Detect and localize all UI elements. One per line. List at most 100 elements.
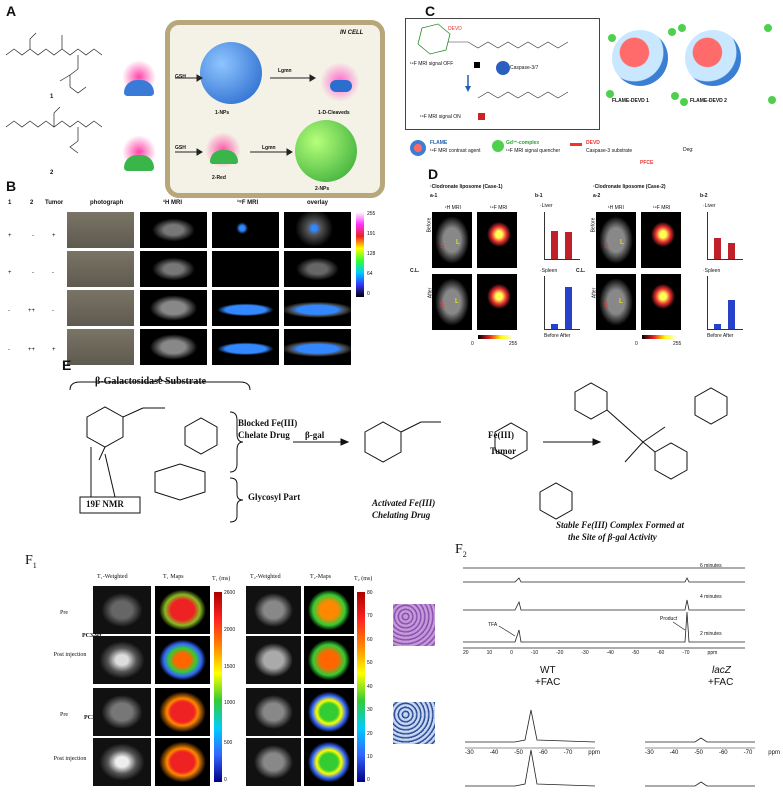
b-row3-overlay bbox=[284, 290, 351, 326]
e-stable-line2: the Site of β-gal Activity bbox=[568, 532, 657, 542]
e-bgal-label: β-gal bbox=[305, 430, 325, 440]
b-row1-photo bbox=[67, 212, 134, 248]
f1-h-t2unit: T₂ (ms) bbox=[354, 576, 373, 582]
d1-f-mri-label: ¹⁹F MRI bbox=[490, 205, 508, 211]
panel-d-label: D bbox=[428, 166, 439, 182]
d2-f-mri-label: ¹⁹F MRI bbox=[653, 205, 671, 211]
panel-e-structures bbox=[69, 375, 728, 523]
devd-legend-icon bbox=[570, 143, 582, 146]
b-colorbar bbox=[356, 212, 364, 297]
d2-spleen-axes bbox=[707, 276, 743, 330]
compound-2-label: 2 bbox=[50, 170, 54, 176]
devd-legend-sub: Caspase-3 substrate bbox=[586, 148, 633, 154]
flame-legend-icon bbox=[410, 140, 426, 156]
panel-a-structures bbox=[5, 32, 103, 154]
f2-axis-ticks: 20 10 0 -10 -20 -30 -40 -50 -60 -70 ppm bbox=[463, 650, 763, 656]
e-nmr-label: 19F NMR bbox=[86, 499, 124, 509]
f2-wt-tick-3: -60 bbox=[538, 750, 548, 756]
panel-a-arrows bbox=[175, 74, 316, 156]
d-case1-a: a-1 bbox=[430, 193, 438, 199]
gd-legend-icon bbox=[492, 140, 504, 152]
b-row3-h-mri bbox=[140, 290, 207, 326]
d1-liver-axes bbox=[544, 212, 580, 260]
b-header-1: 1 bbox=[8, 200, 12, 206]
f1-r1-t2w bbox=[246, 586, 301, 634]
signal-on-label: ¹⁹F MRI signal ON bbox=[420, 114, 461, 120]
d2-h-mri-label: ¹H MRI bbox=[608, 205, 624, 211]
flame-devd1-sphere bbox=[612, 30, 668, 86]
f1-sub: 1 bbox=[32, 560, 37, 570]
f2-spectra bbox=[463, 567, 755, 787]
gsh1-label: GSH bbox=[175, 74, 186, 80]
b-row2-c1: + bbox=[8, 270, 12, 276]
f2-wt-ticks: -30 -40 -50 -60 -70 ppm bbox=[465, 750, 600, 756]
d2-before-label: Before bbox=[590, 217, 597, 233]
probe-2-body bbox=[124, 155, 154, 171]
devd-tag: DEVD bbox=[448, 26, 462, 32]
gd-legend-label: Gd³⁺-complex bbox=[506, 140, 540, 146]
b-row1-h-mri bbox=[140, 212, 207, 248]
f1-t2-40: 40 bbox=[367, 684, 373, 690]
f2-sub: 2 bbox=[462, 549, 467, 559]
f1-r3-t1map bbox=[155, 688, 210, 736]
b-header-h-mri: ¹H MRI bbox=[163, 200, 182, 206]
f1-h-t1w: T₁-Weighted bbox=[97, 574, 128, 580]
b-row2-c2: - bbox=[32, 270, 34, 276]
d1-liver-bar-before bbox=[551, 231, 558, 259]
d2-before-h bbox=[596, 212, 636, 268]
d2-l-marker-after: L bbox=[619, 298, 623, 305]
np2-label: 2-NPs bbox=[315, 186, 330, 192]
f2-lacz-tick-0: -30 bbox=[645, 750, 654, 756]
b-row4-f-mri bbox=[212, 329, 279, 365]
f1-t1-1000: 1000 bbox=[224, 700, 236, 706]
f2-wt-tick-2: -50 bbox=[514, 750, 523, 756]
b-cb-0: 0 bbox=[367, 291, 370, 297]
f1-h-t2map: T₂-Maps bbox=[310, 574, 332, 580]
panel-a-label: A bbox=[6, 3, 17, 19]
panel-c-scheme bbox=[417, 23, 569, 120]
f2-2min: 2 minutes bbox=[700, 631, 722, 637]
f1-row3-label: Pre bbox=[60, 712, 68, 718]
f2-lacz-tick-1: -40 bbox=[669, 750, 679, 756]
b-row4-h-mri bbox=[140, 329, 207, 365]
d1-colorbar bbox=[478, 335, 513, 339]
d-case1-b: b-1 bbox=[535, 193, 543, 199]
b-header-overlay: overlay bbox=[307, 200, 329, 206]
e-fe-label: Fe(III) bbox=[488, 430, 514, 440]
f1-r2-t2w bbox=[246, 636, 301, 684]
d2-liver-axes bbox=[707, 212, 743, 260]
d-case2-b: b-2 bbox=[700, 193, 708, 199]
f2-tick-m60: -60 bbox=[657, 650, 665, 656]
f1-t2-60: 60 bbox=[367, 637, 373, 643]
e-activated-label: Activated Fe(III) bbox=[372, 498, 436, 508]
f2-wt-tick-1: -40 bbox=[489, 750, 499, 756]
f1-histology-wt bbox=[393, 604, 435, 646]
d1-before-label: Before bbox=[426, 217, 433, 233]
f1-r2-t1map bbox=[155, 636, 210, 684]
d2-xlabel: Before After bbox=[707, 333, 734, 339]
f1-row4-label: Post injection bbox=[53, 756, 87, 762]
f2-tick-m50: -50 bbox=[631, 650, 640, 656]
f1-t2-70: 70 bbox=[367, 613, 373, 619]
f2-tick-m40: -40 bbox=[606, 650, 614, 656]
d2-before-f bbox=[641, 212, 681, 268]
f1-letter: F bbox=[25, 553, 33, 568]
d2-liver-bar-before bbox=[714, 238, 721, 259]
d-case2-title: ·Clodronate liposome (Case-2) bbox=[593, 184, 666, 190]
f2-lacz-tick-3: -60 bbox=[718, 750, 728, 756]
b-row4-c2: ++ bbox=[28, 347, 36, 353]
f1-h-t1map: T₁ Maps bbox=[163, 574, 184, 580]
b-row4-c1: - bbox=[8, 347, 10, 353]
d2-cl-label: C.L. bbox=[576, 268, 586, 274]
b-row2-f-mri bbox=[212, 251, 279, 287]
cleaved-label: 1-D-Cleaveds bbox=[318, 110, 350, 116]
gsh2-label: GSH bbox=[175, 145, 186, 151]
f1-t1-1500: 1500 bbox=[224, 664, 236, 670]
f2-product-label: Product bbox=[660, 616, 678, 622]
b-row2-c3: - bbox=[52, 270, 54, 276]
f1-t2-80: 80 bbox=[367, 590, 373, 596]
f1-t2-20: 20 bbox=[367, 731, 373, 737]
f1-r1-t1w bbox=[93, 586, 151, 634]
panel-c-label: C bbox=[425, 3, 436, 19]
d1-l-marker-after: L bbox=[455, 298, 459, 305]
